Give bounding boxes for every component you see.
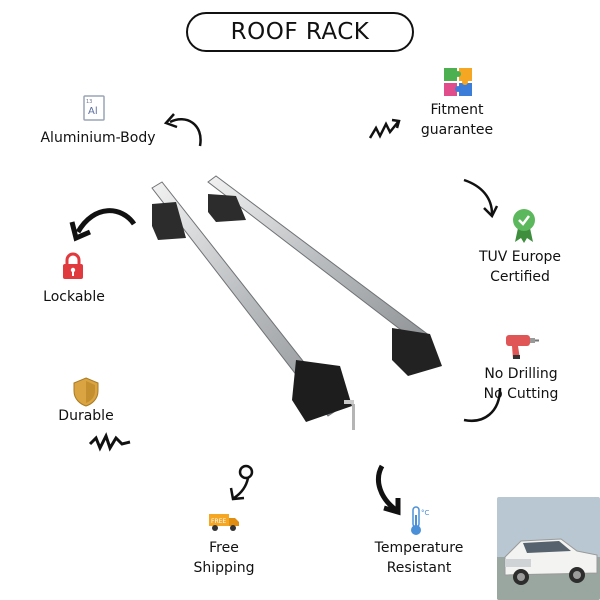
feature-label-no-drilling: No Drilling No Cutting — [484, 364, 559, 404]
fitment-line2: guarantee — [420, 122, 494, 138]
arrow-tuv-decoration — [460, 176, 500, 220]
arrow-shipping-decoration — [226, 460, 266, 504]
fitment-line1: Fitment — [430, 102, 484, 118]
feature-label-shipping: Free Shipping — [193, 538, 254, 578]
element-number: 13 — [86, 99, 92, 105]
feature-label-aluminium: Aluminium-Body — [40, 130, 156, 146]
feature-label-durable: Durable — [58, 408, 114, 424]
feature-label-lockable: Lockable — [43, 289, 105, 305]
thermometer-icon: °C — [408, 505, 432, 537]
puzzle-icon — [443, 67, 473, 97]
no-drilling-line1: No Drilling — [484, 366, 558, 382]
delivery-truck-icon: FREE — [208, 512, 240, 532]
tuv-line1: TUV Europe — [478, 249, 562, 265]
feature-label-fitment: Fitment guarantee — [421, 100, 493, 140]
celsius-text: °C — [421, 509, 430, 517]
feature-label-tuv: TUV Europe Certified — [479, 247, 561, 287]
temperature-line1: Temperature — [374, 540, 464, 556]
truck-free-text: FREE — [211, 518, 226, 525]
temperature-line2: Resistant — [386, 560, 452, 576]
feature-label-temperature: Temperature Resistant — [375, 538, 464, 578]
no-drilling-line2: No Cutting — [483, 386, 559, 402]
squiggle-durable-decoration — [86, 430, 134, 456]
drill-icon — [504, 330, 540, 360]
page-title: ROOF RACK — [186, 12, 414, 52]
shipping-line1: Free — [209, 540, 239, 556]
roof-rack-product-image — [130, 160, 490, 450]
element-symbol: Al — [88, 106, 98, 117]
tuv-line2: Certified — [490, 269, 550, 285]
shield-icon — [72, 377, 100, 407]
shipping-line2: Shipping — [193, 560, 255, 576]
car-photo — [497, 497, 600, 600]
arrow-aluminium-decoration — [160, 108, 210, 154]
arrow-temperature-decoration — [370, 462, 410, 518]
padlock-icon — [62, 252, 84, 280]
squiggle-fitment-decoration — [366, 116, 406, 144]
certified-badge-icon — [512, 208, 536, 244]
arrow-lockable-decoration — [64, 202, 140, 248]
aluminium-element-icon: 13 Al — [83, 95, 105, 121]
